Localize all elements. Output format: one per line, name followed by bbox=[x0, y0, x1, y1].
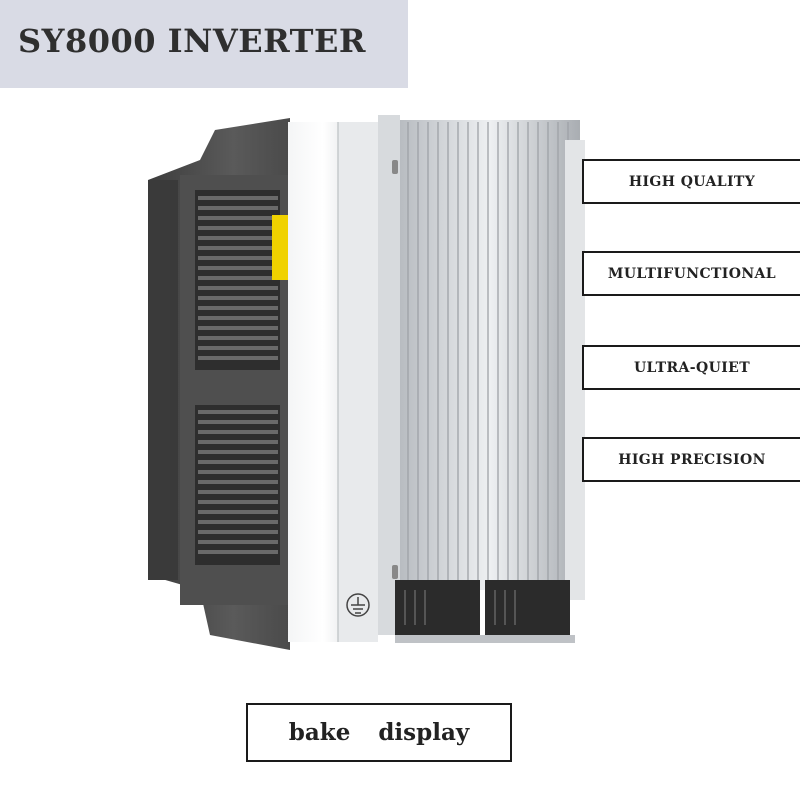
lower-vent bbox=[195, 405, 280, 565]
ground-icon bbox=[346, 593, 370, 617]
page-title: SY8000 INVERTER bbox=[18, 22, 366, 60]
inverter-product-image bbox=[148, 115, 585, 650]
heatsink bbox=[400, 120, 585, 600]
bake-display-label: bake display bbox=[288, 719, 470, 746]
mounting-bracket bbox=[378, 115, 400, 635]
upper-vent bbox=[195, 190, 280, 370]
cooling-fans bbox=[395, 580, 575, 643]
feature-multifunctional: MULTIFUNCTIONAL bbox=[582, 251, 800, 296]
feature-label: HIGH QUALITY bbox=[628, 173, 756, 190]
feature-high-quality: HIGH QUALITY bbox=[582, 159, 800, 204]
bake-display-box: bake display bbox=[246, 703, 512, 762]
feature-label: ULTRA-QUIET bbox=[633, 359, 751, 376]
title-banner: SY8000 INVERTER bbox=[0, 0, 408, 88]
feature-ultra-quiet: ULTRA-QUIET bbox=[582, 345, 800, 390]
feature-label: HIGH PRECISION bbox=[618, 451, 766, 468]
warning-label bbox=[272, 215, 290, 280]
feature-label: MULTIFUNCTIONAL bbox=[607, 265, 777, 282]
feature-high-precision: HIGH PRECISION bbox=[582, 437, 800, 482]
